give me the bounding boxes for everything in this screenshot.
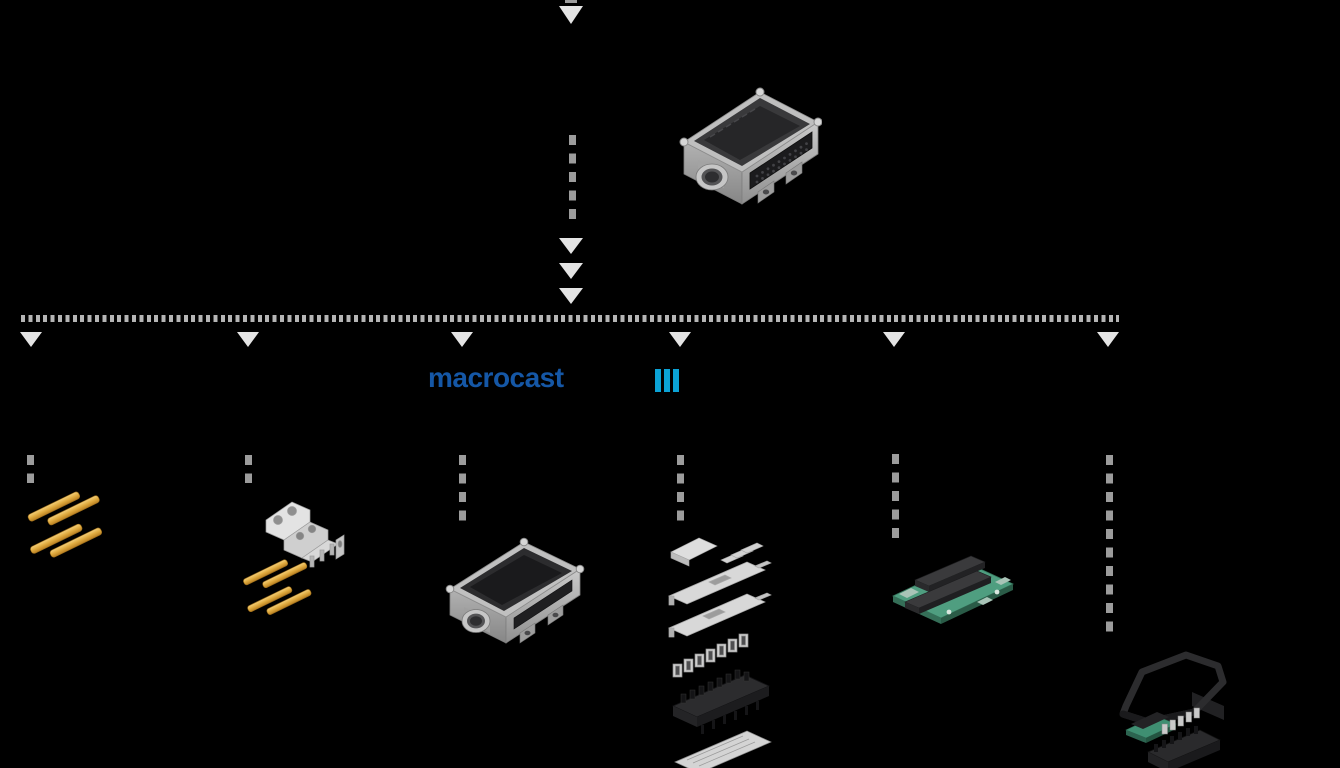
branch-dashes-6 (1106, 455, 1113, 632)
top-dash-fragment (565, 0, 577, 3)
chevron-down-icon (559, 288, 583, 304)
three-vertical-bars-icon (655, 369, 679, 392)
assembled-connector-housing-photo (672, 80, 822, 210)
chevron-down-icon (559, 263, 583, 279)
branch-arrow-icon-2 (237, 332, 259, 347)
pcb-module-photo (885, 550, 1020, 625)
branch-arrow-icon-6 (1097, 332, 1119, 347)
branch-dashes-2 (245, 455, 252, 483)
gasket-pcb-connector-exploded-photo (1106, 648, 1231, 768)
gold-contact-pins-photo (18, 490, 113, 565)
branch-dashes-3 (459, 455, 466, 521)
bar (664, 369, 670, 392)
die-cast-frame-photo (440, 533, 585, 645)
branch-arrow-icon-4 (669, 332, 691, 347)
root-connector-dashes (569, 135, 576, 219)
contact-insert-exploded-stack-photo (663, 530, 773, 768)
stamped-contact-carrier-with-gold-pins-photo (238, 494, 350, 624)
branch-arrow-icon-1 (20, 332, 42, 347)
chevron-down-icon (559, 238, 583, 254)
bar (655, 369, 661, 392)
branch-arrow-icon-3 (451, 332, 473, 347)
housing-illustration (679, 87, 822, 205)
branch-dashes-5 (892, 454, 899, 539)
macrocast-logo: macrocast (428, 362, 564, 393)
distribution-rule (21, 315, 1119, 322)
branch-arrow-icon-5 (883, 332, 905, 347)
arrow-down-icon (559, 6, 583, 24)
bar (673, 369, 679, 392)
branch-dashes-1 (27, 455, 34, 483)
branch-dashes-4 (677, 455, 684, 521)
